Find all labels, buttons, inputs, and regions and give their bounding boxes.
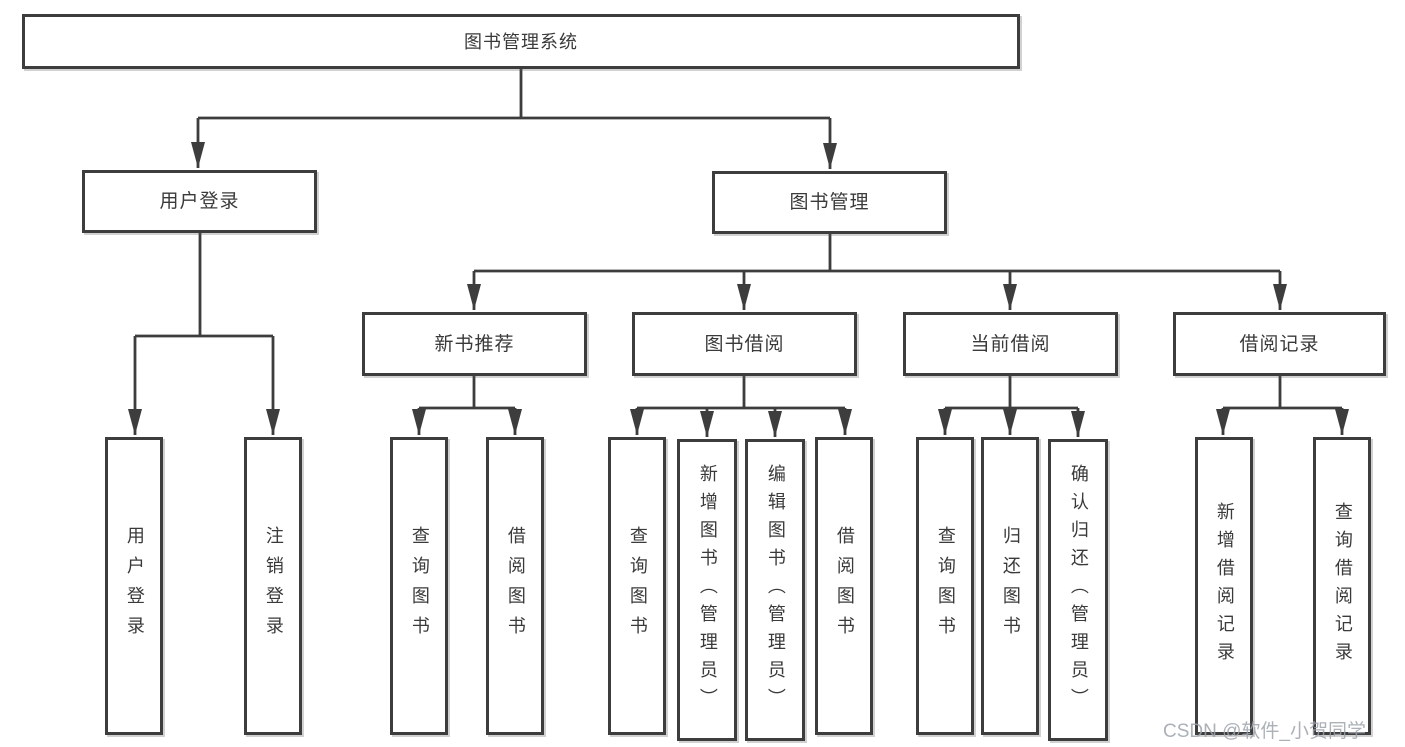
node-current-borrowing-label: 当前借阅: [970, 333, 1051, 355]
connector-user-login: [128, 233, 280, 435]
leaf-edit-book-admin: 编辑图书（管理员）: [745, 439, 805, 741]
node-user-login-label: 用户登录: [159, 191, 240, 212]
leaf-borrow-books: 借阅图书: [815, 437, 873, 735]
leaf-query-borrow-record: 查询借阅记录: [1313, 437, 1371, 735]
node-book-borrowing-label: 图书借阅: [704, 333, 785, 355]
connector-book-management: [467, 234, 1287, 310]
leaf-edit-book-admin-label: 编辑图书（管理员）: [765, 464, 786, 716]
node-current-borrowing: 当前借阅: [903, 312, 1118, 376]
leaf-query-borrow-record-label: 查询借阅记录: [1332, 502, 1353, 670]
leaf-logout-label: 注销登录: [263, 526, 284, 646]
leaf-query-books-current-label: 查询图书: [935, 526, 956, 646]
node-book-borrowing: 图书借阅: [632, 312, 857, 376]
leaf-return-books-label: 归还图书: [1000, 526, 1021, 646]
leaf-add-borrow-record-label: 新增借阅记录: [1214, 502, 1235, 670]
node-new-book-recommendation-label: 新书推荐: [434, 333, 515, 355]
node-borrowing-records: 借阅记录: [1173, 312, 1386, 376]
leaf-add-borrow-record: 新增借阅记录: [1195, 437, 1253, 735]
node-borrowing-records-label: 借阅记录: [1239, 333, 1320, 355]
connector-book-borrowing: [630, 376, 852, 437]
leaf-query-books-borrow: 查询图书: [608, 437, 666, 735]
leaf-borrow-books-recommend-label: 借阅图书: [505, 526, 526, 646]
leaf-user-login-label: 用户登录: [124, 526, 145, 646]
leaf-query-books-borrow-label: 查询图书: [627, 526, 648, 646]
connector-new-book-recommendation: [412, 376, 522, 435]
leaf-borrow-books-recommend: 借阅图书: [486, 437, 544, 735]
connector-current-borrowing: [938, 376, 1085, 437]
leaf-add-book-admin-label: 新增图书（管理员）: [697, 464, 718, 716]
node-library-system-label: 图书管理系统: [464, 31, 578, 52]
leaf-query-books-recommend-label: 查询图书: [409, 526, 430, 646]
leaf-return-books: 归还图书: [981, 437, 1039, 735]
connector-root: [191, 69, 837, 169]
node-book-management: 图书管理: [712, 171, 947, 234]
node-new-book-recommendation: 新书推荐: [362, 312, 587, 376]
leaf-user-login: 用户登录: [105, 437, 163, 735]
node-user-login: 用户登录: [82, 170, 317, 233]
leaf-logout: 注销登录: [244, 437, 302, 735]
node-library-system: 图书管理系统: [22, 14, 1020, 69]
leaf-borrow-books-label: 借阅图书: [834, 526, 855, 646]
leaf-confirm-return-admin: 确认归还（管理员）: [1048, 439, 1108, 741]
leaf-query-books-recommend: 查询图书: [390, 437, 448, 735]
leaf-add-book-admin: 新增图书（管理员）: [677, 439, 737, 741]
connector-borrowing-records: [1216, 376, 1349, 435]
leaf-query-books-current: 查询图书: [916, 437, 974, 735]
node-book-management-label: 图书管理: [789, 192, 870, 213]
csdn-watermark: CSDN @软件_小贺同学: [1163, 721, 1366, 742]
leaf-confirm-return-admin-label: 确认归还（管理员）: [1068, 464, 1089, 716]
